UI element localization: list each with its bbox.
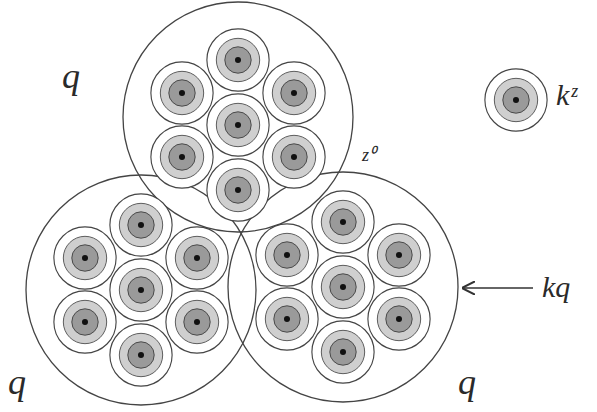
small-cell [166, 227, 228, 289]
diagram-label: kq [542, 272, 570, 302]
small-cell [368, 224, 430, 286]
small-cell [110, 259, 172, 321]
small-cell [207, 29, 269, 91]
small-cell [256, 224, 318, 286]
small-cell [54, 227, 116, 289]
small-cell [54, 291, 116, 353]
small-cell [312, 191, 374, 253]
diagram-label: z⁰ [362, 146, 375, 164]
small-cell [207, 94, 269, 156]
small-cell [256, 288, 318, 350]
small-cell [368, 288, 430, 350]
small-cell [110, 324, 172, 386]
small-cell [151, 62, 213, 124]
small-cell [207, 159, 269, 221]
small-cell [263, 126, 325, 188]
small-cell [151, 126, 213, 188]
big-circle [123, 2, 353, 232]
small-cell [263, 62, 325, 124]
small-cell [166, 291, 228, 353]
single-cell [485, 69, 547, 131]
diagram-label: q [458, 364, 476, 400]
pointer-arrow [463, 287, 533, 289]
small-cell [312, 256, 374, 318]
diagram-label: q [62, 58, 80, 94]
diagram-label: q [8, 364, 26, 400]
small-cell [110, 194, 172, 256]
small-cell [312, 321, 374, 383]
diagram-label: kᶻ [556, 80, 577, 110]
